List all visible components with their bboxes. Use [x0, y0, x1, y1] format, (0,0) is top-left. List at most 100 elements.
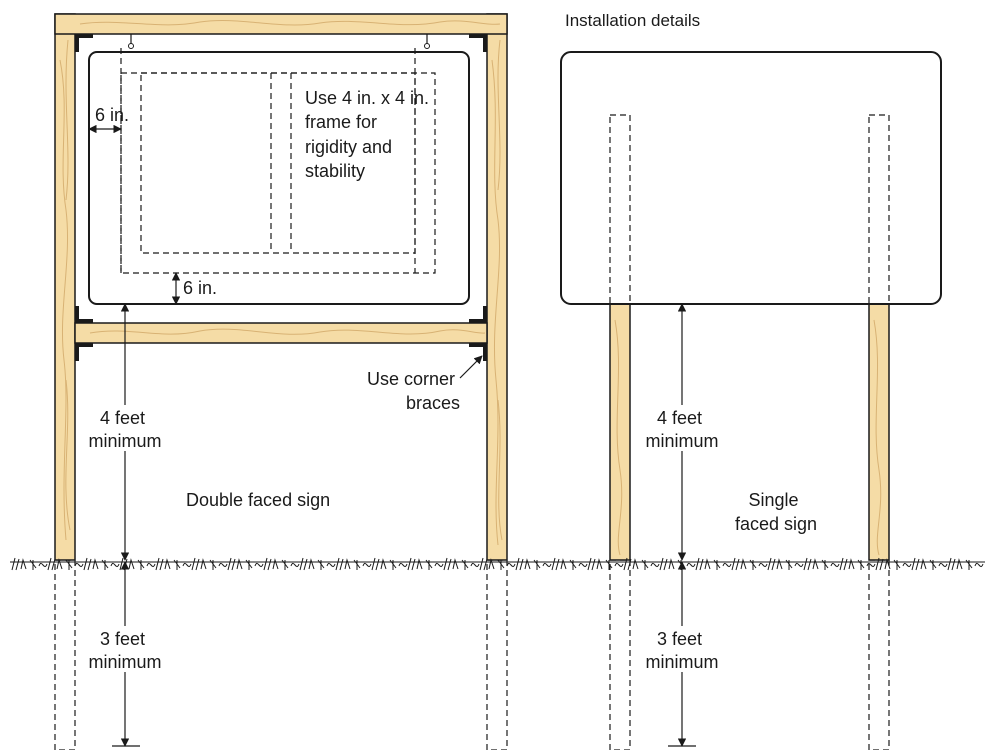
- grass-mark: [389, 559, 397, 570]
- double-above-ground-bg: [95, 405, 157, 451]
- grass-mark: [497, 559, 505, 570]
- single-right-post-buried: [868, 559, 890, 751]
- grass-mark: [29, 559, 37, 570]
- corner-note-leader: [459, 355, 483, 379]
- grass-mark: [11, 557, 20, 571]
- grass-mark: [956, 558, 963, 570]
- grass-mark: [704, 558, 711, 570]
- grass-mark: [569, 559, 577, 570]
- hook-right-ring: [424, 43, 430, 49]
- corner-brace-tr: [469, 34, 487, 52]
- left-post-grain: [59, 59, 68, 541]
- grass-mark: [929, 559, 937, 570]
- grass-mark: [461, 559, 469, 570]
- grass-mark: [506, 562, 516, 568]
- grass-mark: [605, 559, 613, 570]
- double-above-ground-line-1: 4 feet: [100, 408, 145, 428]
- grass-mark: [371, 557, 380, 571]
- grass-mark: [767, 557, 776, 571]
- grass-mark: [740, 558, 747, 570]
- corner-brace-ml: [75, 306, 93, 323]
- grass-mark: [326, 562, 336, 568]
- grass-mark: [587, 557, 596, 571]
- corner-note-line-1: Use corner: [367, 369, 455, 389]
- grass-mark: [191, 557, 200, 571]
- diagram-title: Installation details: [565, 11, 700, 30]
- single-sign-structure: 4 feet minimum 3 feet minimum Single fac…: [560, 51, 942, 751]
- grass-mark: [524, 558, 531, 570]
- grass-mark: [200, 558, 207, 570]
- frame-outer: [120, 72, 436, 274]
- corner-note: Use corner braces: [367, 369, 460, 413]
- grass-mark: [686, 562, 696, 568]
- grass-mark: [353, 559, 361, 570]
- side-offset-label: 6 in.: [95, 105, 129, 125]
- grass-mark: [344, 558, 351, 570]
- single-sign-caption-line-2: faced sign: [735, 514, 817, 534]
- frame-note: Use 4 in. x 4 in. frame for rigidity and…: [305, 88, 434, 181]
- grass-mark: [398, 562, 408, 568]
- grass-mark: [38, 562, 48, 568]
- grass-mark: [596, 558, 603, 570]
- grass-mark: [542, 562, 552, 568]
- grass-mark: [416, 558, 423, 570]
- grass-mark: [920, 558, 927, 570]
- grass-mark: [308, 558, 315, 570]
- grass-mark: [749, 559, 757, 570]
- grass-mark: [974, 562, 984, 568]
- grass-mark: [731, 557, 740, 571]
- grass-mark: [812, 558, 819, 570]
- grass-mark: [938, 562, 948, 568]
- top-beam: [54, 13, 508, 35]
- grass-mark: [821, 559, 829, 570]
- frame-note-line-3: rigidity and: [305, 137, 392, 157]
- corner-brace-br: [469, 343, 487, 361]
- left-post-grain-2: [65, 39, 71, 531]
- grass-mark: [722, 562, 732, 568]
- double-below-ground-line-2: minimum: [88, 652, 161, 672]
- grass-mark: [893, 559, 901, 570]
- frame-note-line-4: stability: [305, 161, 365, 181]
- grass-mark: [632, 558, 639, 570]
- left-post-buried: [54, 559, 76, 751]
- grass-mark: [452, 558, 459, 570]
- grass-mark: [947, 557, 956, 571]
- grass-mark: [857, 559, 865, 570]
- middle-beam-grain: [89, 328, 486, 335]
- grass-mark: [146, 562, 156, 568]
- grass-mark: [407, 557, 416, 571]
- bottom-offset-label: 6 in.: [183, 278, 217, 298]
- grass-mark: [290, 562, 300, 568]
- grass-mark: [839, 557, 848, 571]
- single-right-post-grain: [873, 319, 882, 556]
- grass-mark: [119, 557, 128, 571]
- middle-beam: [74, 322, 488, 344]
- double-sign-structure: 6 in. 6 in. Use 4 in. x 4 in. frame for …: [54, 13, 508, 751]
- corner-note-line-2: braces: [406, 393, 460, 413]
- grass-mark: [254, 562, 264, 568]
- double-below-ground-label: 3 feet minimum: [88, 629, 161, 672]
- grass-mark: [74, 562, 84, 568]
- single-left-post-hidden: [609, 114, 631, 305]
- grass-mark: [209, 559, 217, 570]
- grass-mark: [902, 562, 912, 568]
- grass-mark: [317, 559, 325, 570]
- grass-mark: [443, 557, 452, 571]
- corner-brace-bl: [75, 343, 93, 361]
- top-beam-grain: [79, 19, 501, 26]
- grass-mark: [677, 559, 685, 570]
- grass-mark: [110, 562, 120, 568]
- single-sign-caption: Single faced sign: [735, 490, 817, 534]
- grass-mark: [659, 557, 668, 571]
- single-above-ground-line-1: 4 feet: [657, 408, 702, 428]
- grass-mark: [965, 559, 973, 570]
- single-sign-caption-line-1: Single: [748, 490, 798, 510]
- hook-left-ring: [128, 43, 134, 49]
- grass-mark: [488, 558, 495, 570]
- single-left-post-buried: [609, 559, 631, 751]
- grass-mark: [83, 557, 92, 571]
- single-above-ground-label: 4 feet minimum: [645, 408, 718, 451]
- grass-mark: [614, 562, 624, 568]
- grass-mark: [425, 559, 433, 570]
